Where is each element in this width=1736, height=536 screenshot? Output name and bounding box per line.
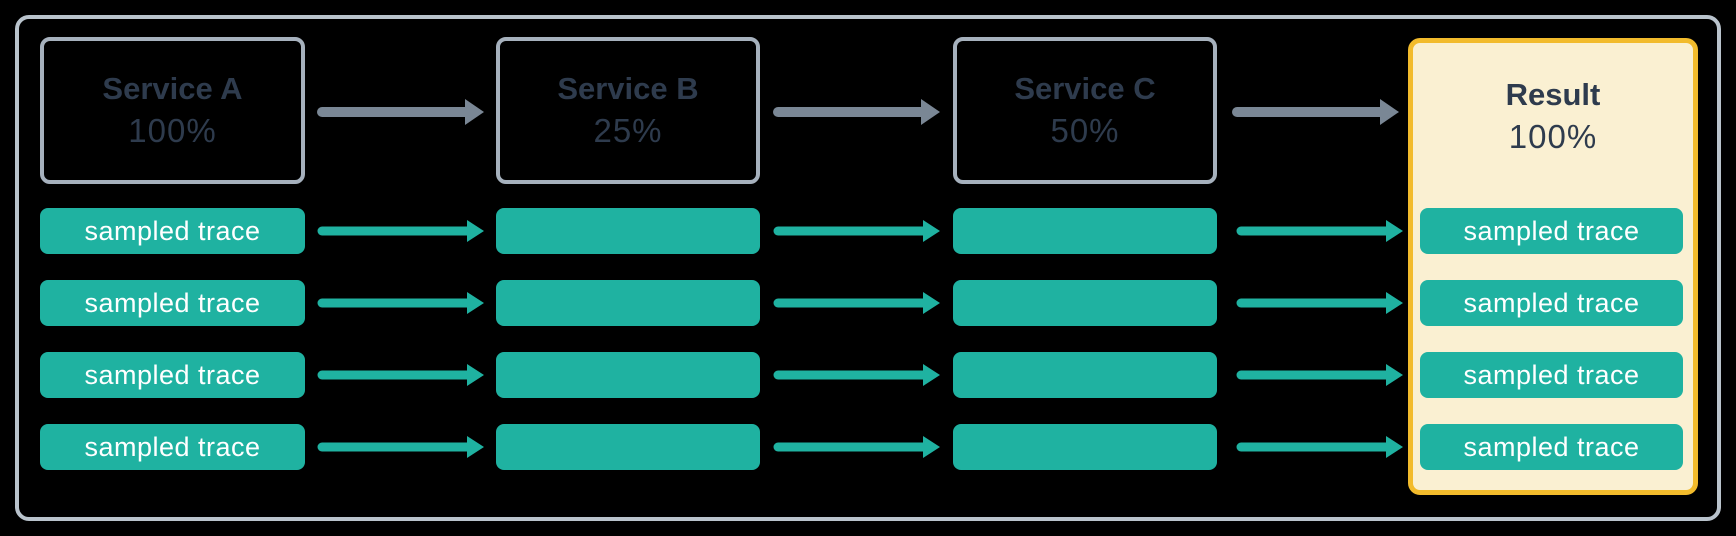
service-a-box: Service A 100%	[40, 37, 305, 184]
arrow-right-icon	[317, 436, 484, 458]
trace-pill	[496, 424, 760, 470]
arrow-right-icon	[1236, 436, 1403, 458]
arrow-right-icon	[317, 220, 484, 242]
service-a-percent: 100%	[128, 111, 217, 149]
arrow-right-icon	[1236, 364, 1403, 386]
trace-pill	[953, 352, 1217, 398]
service-c-box: Service C 50%	[953, 37, 1217, 184]
service-c-percent: 50%	[1050, 111, 1120, 149]
trace-pill: sampled trace	[1420, 352, 1683, 398]
trace-pill	[496, 352, 760, 398]
trace-pill	[496, 280, 760, 326]
arrow-right-icon	[1232, 99, 1399, 125]
result-box: Result 100%	[1408, 38, 1698, 495]
arrow-right-icon	[317, 292, 484, 314]
service-a-title: Service A	[102, 70, 243, 106]
arrow-right-icon	[773, 436, 940, 458]
service-b-box: Service B 25%	[496, 37, 760, 184]
trace-pill: sampled trace	[40, 280, 305, 326]
trace-pill	[953, 424, 1217, 470]
trace-pill: sampled trace	[40, 424, 305, 470]
trace-pill: sampled trace	[1420, 424, 1683, 470]
arrow-right-icon	[773, 220, 940, 242]
trace-pill: sampled trace	[40, 352, 305, 398]
trace-pill: sampled trace	[40, 208, 305, 254]
arrow-right-icon	[317, 99, 484, 125]
trace-pill: sampled trace	[1420, 280, 1683, 326]
trace-pill	[953, 208, 1217, 254]
arrow-right-icon	[1236, 220, 1403, 242]
result-percent: 100%	[1508, 117, 1598, 155]
arrow-right-icon	[773, 364, 940, 386]
trace-pill	[953, 280, 1217, 326]
trace-pill: sampled trace	[1420, 208, 1683, 254]
service-b-percent: 25%	[593, 111, 663, 149]
arrow-right-icon	[773, 99, 940, 125]
service-b-title: Service B	[557, 70, 699, 106]
result-title: Result	[1505, 76, 1601, 112]
result-header: Result 100%	[1413, 43, 1693, 190]
trace-pill	[496, 208, 760, 254]
service-c-title: Service C	[1014, 70, 1156, 106]
diagram-outer-frame	[15, 15, 1721, 521]
arrow-right-icon	[773, 292, 940, 314]
arrow-right-icon	[1236, 292, 1403, 314]
arrow-right-icon	[317, 364, 484, 386]
